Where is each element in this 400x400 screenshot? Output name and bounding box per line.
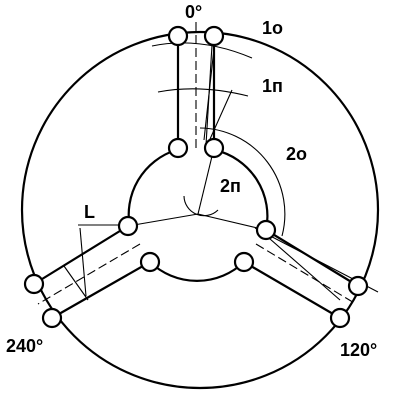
label-mark-L: L — [84, 202, 95, 222]
arc-1p — [157, 88, 249, 97]
label-mark-1p: 1п — [262, 76, 283, 96]
construction-line-L-b — [79, 227, 87, 297]
centerline-240deg — [37, 243, 141, 305]
label-angle-240: 240° — [6, 336, 43, 356]
node — [255, 219, 277, 241]
label-angle-120: 120° — [340, 340, 377, 360]
construction-line-1o-b — [205, 44, 213, 146]
arc-2o — [199, 127, 286, 237]
node — [23, 273, 45, 295]
arc-2p — [183, 195, 219, 217]
centerline-120deg — [255, 243, 357, 305]
node — [233, 251, 255, 273]
node — [329, 307, 351, 329]
center-line-c — [197, 147, 215, 215]
node — [139, 251, 161, 273]
construction-line-1p — [205, 89, 233, 149]
construction-line-L-c — [63, 265, 89, 301]
label-mark-2o: 2о — [286, 144, 307, 164]
label-mark-1o: 1о — [262, 18, 283, 38]
node — [347, 275, 369, 297]
node — [203, 137, 225, 159]
node — [117, 215, 139, 237]
node — [203, 25, 225, 47]
construction-line-2o — [261, 231, 341, 301]
arm-240deg — [33, 225, 151, 319]
arm-120deg — [243, 229, 359, 319]
label-angle-0: 0° — [185, 2, 202, 22]
label-mark-2p: 2п — [220, 176, 241, 196]
node — [41, 307, 63, 329]
node — [167, 137, 189, 159]
outer-circle — [20, 30, 380, 390]
arc-1o — [151, 42, 253, 59]
center-line-a — [127, 213, 199, 227]
center-line-b — [197, 213, 267, 231]
node — [167, 25, 189, 47]
